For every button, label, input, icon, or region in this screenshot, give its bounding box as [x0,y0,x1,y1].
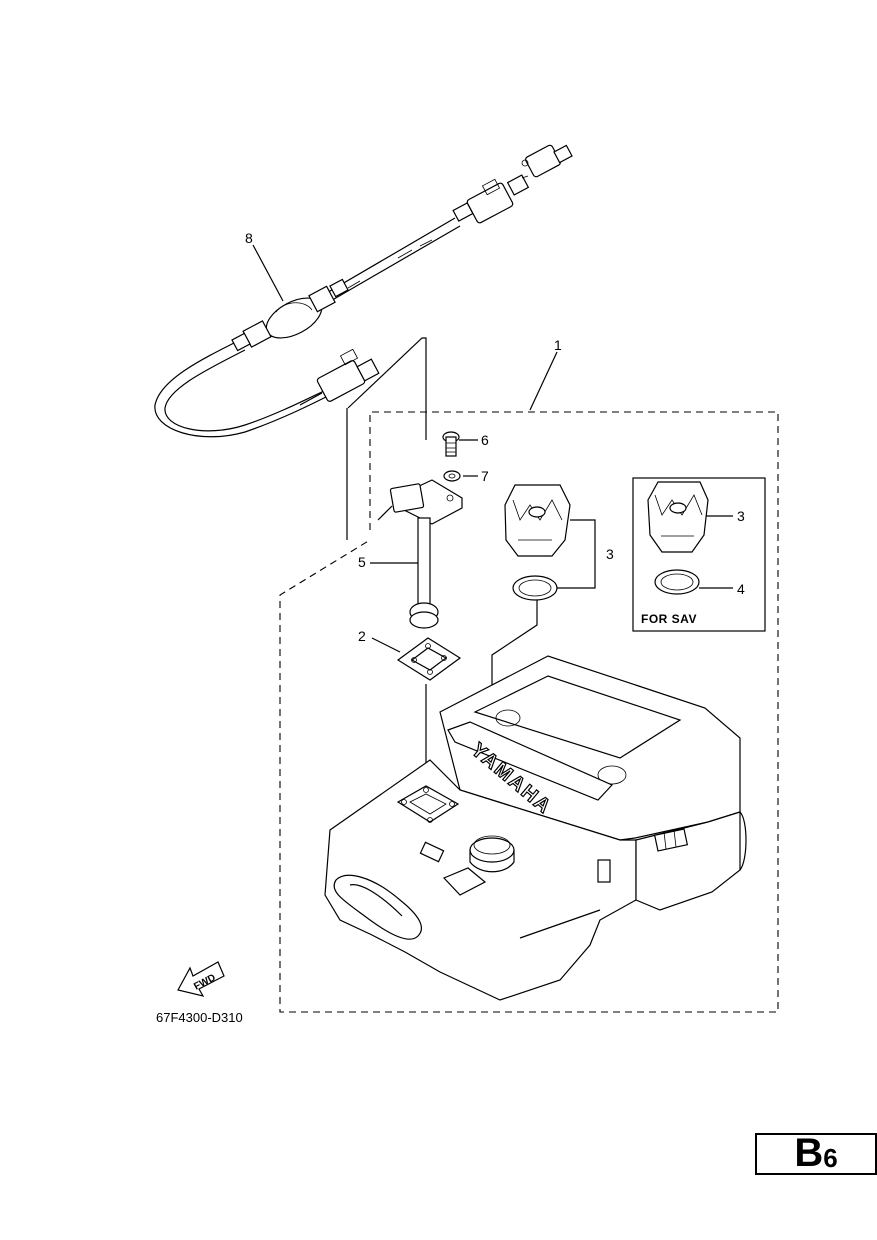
callout-5: 5 [358,554,366,570]
for-sav-label: FOR SAV [641,612,697,626]
fuel-cap-main [504,484,571,557]
callout-4: 4 [737,581,745,597]
page-section-badge: B 6 [755,1133,877,1175]
washer-part [443,470,461,482]
badge-letter: B [794,1131,823,1175]
callout-6: 6 [481,432,489,448]
callout-3-main: 3 [606,546,614,562]
callout-1: 1 [554,337,562,353]
callout-3-sav: 3 [737,508,745,524]
o-ring-main [512,575,558,601]
gasket-part [396,637,462,681]
fuel-gauge-unit [377,479,463,629]
fuel-hose-assembly [154,144,573,438]
fwd-arrow-icon: FWD [177,961,225,997]
callout-8: 8 [245,230,253,246]
for-sav-box [632,477,766,632]
tank-assembly-outline [279,411,779,1013]
drawing-number: 67F4300-D310 [156,1010,243,1025]
bolt-part [442,431,460,457]
badge-number: 6 [823,1143,838,1173]
callout-2: 2 [358,628,366,644]
fuel-tank: YAMAHA [324,655,747,1001]
callout-7: 7 [481,468,489,484]
